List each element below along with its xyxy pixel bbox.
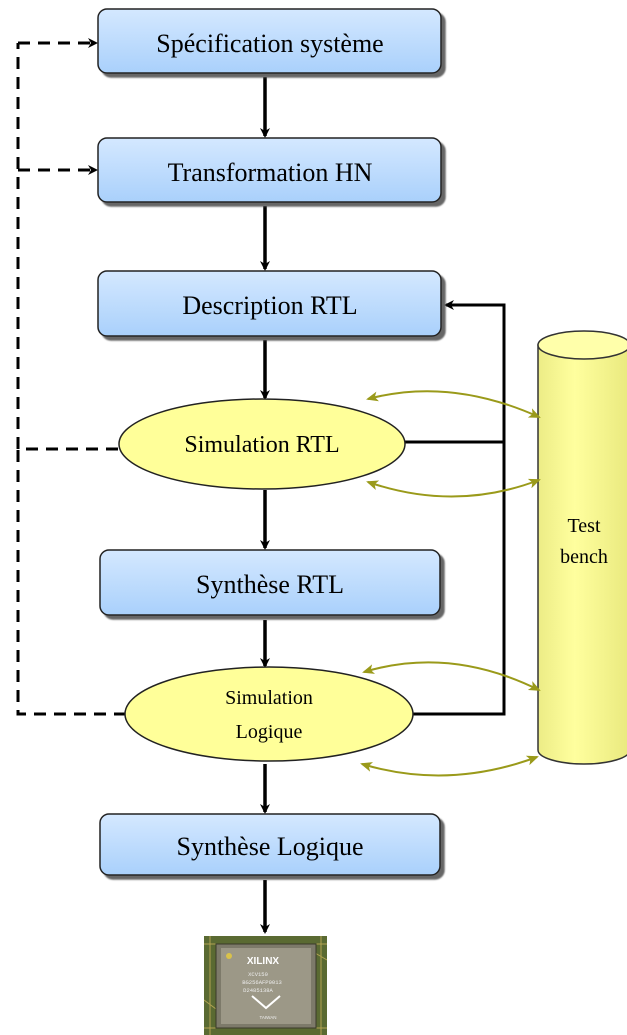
- sim-rtl-label: Simulation RTL: [184, 432, 339, 458]
- feedback-dashed-lines: [16, 38, 126, 716]
- link-logic-upper: [362, 661, 541, 691]
- step-logic-synthesis[interactable]: Synthèse Logique: [99, 813, 441, 876]
- sim-logic-ellipse[interactable]: Simulation Logique: [124, 666, 414, 762]
- step-transform[interactable]: Transformation HN: [97, 137, 442, 203]
- step-spec[interactable]: Spécification système: [97, 8, 442, 74]
- chip-line1: XCV150: [248, 971, 268, 978]
- link-logic-lower: [360, 755, 539, 777]
- step-rtl-description-label: Description RTL: [182, 291, 357, 320]
- link-rtl-upper: [366, 390, 541, 418]
- link-rtl-lower: [366, 478, 541, 498]
- step-spec-label: Spécification système: [156, 29, 383, 58]
- testbench-label-1: Test: [567, 515, 600, 537]
- chip-footer: TAIWAN: [260, 1015, 277, 1020]
- feedback-from-logic-sim: [413, 300, 506, 716]
- sim-logic-label-2: Logique: [236, 721, 303, 743]
- feedback-line-logic-sim: [16, 449, 126, 716]
- chip-line2: BG256AFP0013: [242, 979, 282, 986]
- step-rtl-synthesis[interactable]: Synthèse RTL: [99, 549, 441, 616]
- testbench-links: [360, 390, 541, 777]
- step-rtl-description[interactable]: Description RTL: [97, 270, 442, 337]
- rtl-feedback-solid: [405, 300, 506, 716]
- testbench-cylinder[interactable]: Test bench: [537, 330, 627, 765]
- chip-line3: D2485138A: [243, 987, 273, 994]
- testbench-label-2: bench: [560, 546, 608, 568]
- chip-brand: XILINX: [247, 956, 280, 967]
- sim-logic-label-1: Simulation: [225, 687, 313, 709]
- feedback-line-rtl-sim: [16, 43, 118, 451]
- sim-rtl-ellipse[interactable]: Simulation RTL: [118, 398, 406, 490]
- step-logic-synthesis-label: Synthèse Logique: [176, 832, 363, 861]
- step-rtl-synthesis-label: Synthèse RTL: [196, 570, 344, 599]
- fpga-chip-image: XILINX XCV150 BG256AFP0013 D2485138A TAI…: [203, 936, 328, 1035]
- step-transform-label: Transformation HN: [168, 158, 373, 187]
